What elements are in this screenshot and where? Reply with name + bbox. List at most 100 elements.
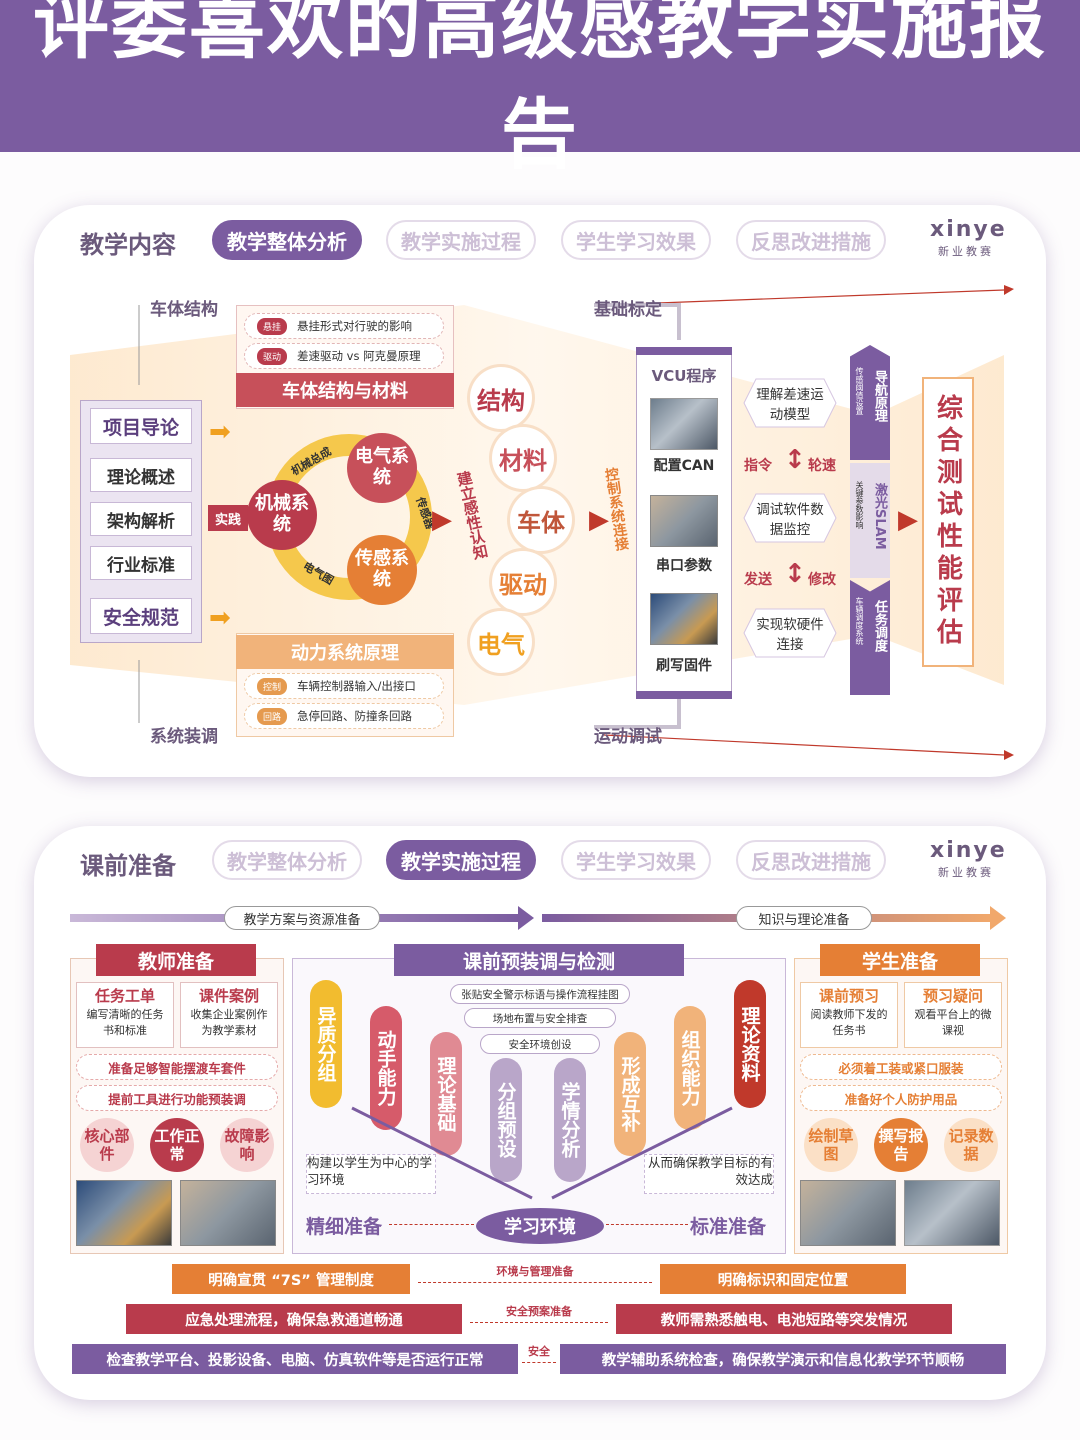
item-text: 急停回路、防撞条回路	[297, 709, 413, 723]
stair-block: 理论基础	[430, 1032, 462, 1156]
stair-block: 动手能力	[370, 1006, 402, 1130]
tab-overall-analysis[interactable]: 教学整体分析	[212, 220, 362, 260]
diamond-text: 调试软件数据监控	[756, 502, 824, 538]
dashed-line	[522, 1362, 556, 1363]
tag-suspension: 悬挂	[257, 317, 288, 335]
tag-control: 控制	[257, 677, 288, 695]
tab-reflection[interactable]: 反思改进措施	[736, 220, 886, 260]
tab-overall-analysis[interactable]: 教学整体分析	[212, 840, 362, 880]
diamond-box: 理解差速运动模型	[736, 375, 844, 431]
box-title: 动力系统原理	[236, 635, 454, 669]
arrow-head-icon	[990, 906, 1006, 930]
cmd-right: 修改	[808, 572, 836, 588]
list-item-standards[interactable]: 行业标准	[90, 546, 192, 580]
center-pill: 张贴安全警示标语与操作流程挂图	[450, 984, 630, 1004]
cmd-left: 发送	[744, 572, 772, 588]
list-item-theory[interactable]: 理论概述	[90, 458, 192, 492]
final-evaluation-box: 综合测试性能评估	[922, 377, 974, 667]
circle-sensor: 传感系统	[347, 535, 417, 605]
note-left: 构建以学生为中心的学习环境	[306, 1154, 436, 1194]
box-item: 控制 车辆控制器输入/出接口	[244, 673, 444, 699]
tag-circuit: 回路	[257, 707, 288, 725]
tab-implementation[interactable]: 教学实施过程	[386, 840, 536, 880]
circle-electrical: 电气系统	[347, 433, 417, 503]
box-item: 悬挂 悬挂形式对行驶的影响	[244, 313, 444, 339]
card-title: 预习疑问	[922, 986, 983, 1005]
word-material: 材料	[492, 427, 554, 489]
banner-slam	[850, 463, 890, 578]
brand-logo: xinye	[930, 838, 1007, 863]
banner-nav	[850, 345, 890, 460]
banner-small: 传感阈值设置	[855, 367, 864, 415]
tab-learning-effect[interactable]: 学生学习效果	[561, 220, 711, 260]
list-item-architecture[interactable]: 架构解析	[90, 502, 192, 536]
word-electric: 电气	[470, 611, 532, 673]
label-system-assembly: 系统装调	[150, 727, 218, 747]
teacher-bubble: 核心部件	[80, 1118, 134, 1172]
center-title: 课前预装调与检测	[394, 944, 684, 976]
box-item: 回路 急停回路、防撞条回路	[244, 703, 444, 729]
center-pill: 场地布置与安全排查	[464, 1008, 616, 1028]
student-bubble: 绘制草图	[804, 1118, 858, 1172]
chevron-right-icon: ▶	[589, 505, 609, 535]
banner-small: 车辆调度系统	[855, 597, 864, 645]
word-body: 车体	[510, 489, 572, 551]
teacher-card: 课件案例 收集企业案例作为教学素材	[180, 982, 278, 1048]
stair-block: 异质分组	[310, 980, 342, 1108]
panel-teaching-content: 教学内容 教学整体分析 教学实施过程 学生学习效果 反思改进措施 xinye 新…	[34, 205, 1046, 777]
vcu-bottombar	[636, 691, 732, 699]
teacher-title: 教师准备	[96, 944, 256, 976]
bottom-row-right: 明确标识和固定位置	[660, 1264, 906, 1294]
banner-dispatch	[850, 580, 890, 695]
list-item-intro[interactable]: 项目导论	[90, 408, 192, 444]
flow-label-left: 教学方案与资源准备	[224, 906, 380, 930]
tag-drive: 驱动	[257, 347, 288, 365]
dashed-line	[606, 1224, 688, 1225]
dashed-line	[389, 1224, 474, 1225]
banner-big: 任务调度	[872, 600, 887, 652]
card-body: 编写清晰的任务书和标准	[86, 1008, 164, 1037]
word-structure: 结构	[470, 367, 532, 429]
box-title: 车体结构与材料	[236, 373, 454, 407]
label-motion-debug: 运动调试	[594, 727, 662, 747]
bottom-row-mid: 环境与管理准备	[496, 1265, 574, 1278]
student-title: 学生准备	[820, 944, 980, 976]
label-car-structure: 车体结构	[150, 300, 218, 320]
flow-label-right: 知识与理论准备	[736, 906, 872, 930]
label-base-calibration: 基础标定	[594, 300, 662, 320]
student-bubble: 撰写报告	[874, 1118, 928, 1172]
bottom-row-mid: 安全	[528, 1345, 550, 1358]
photo-classroom	[650, 495, 718, 547]
card-title: 任务工单	[94, 986, 155, 1005]
vcu-item-serial: 串口参数	[656, 558, 712, 574]
bottom-row-left: 检查教学平台、投影设备、电脑、仿真软件等是否运行正常	[72, 1344, 518, 1374]
panel-pre-class: 课前准备 教学整体分析 教学实施过程 学生学习效果 反思改进措施 xinye 新…	[34, 826, 1046, 1400]
tab-learning-effect[interactable]: 学生学习效果	[561, 840, 711, 880]
chevron-right-icon: ▶	[432, 505, 452, 535]
stair-block: 分组预设	[490, 1058, 522, 1182]
item-text: 车辆控制器输入/出接口	[297, 679, 416, 693]
stair-block: 形成互补	[614, 1032, 646, 1156]
teacher-bubble: 工作正常	[150, 1118, 204, 1172]
bottom-row-mid: 安全预案准备	[506, 1305, 572, 1318]
photo-lab	[650, 398, 718, 450]
arrow-right-icon: ➡	[209, 603, 231, 633]
diamond-text: 实现软硬件连接	[756, 617, 824, 653]
student-photo	[800, 1180, 896, 1246]
student-card: 课前预习 阅读教师下发的任务书	[800, 982, 898, 1048]
word-drive: 驱动	[492, 551, 554, 613]
tab-reflection[interactable]: 反思改进措施	[736, 840, 886, 880]
teacher-card: 任务工单 编写清晰的任务书和标准	[76, 982, 174, 1048]
updown-arrow-icon: ↕	[784, 445, 806, 475]
cmd-right: 轮速	[808, 458, 836, 474]
tab-implementation[interactable]: 教学实施过程	[386, 220, 536, 260]
vcu-title: VCU程序	[651, 366, 717, 385]
banner-small: 关键参数影响	[855, 481, 864, 529]
teacher-row: 提前工具进行功能预装调	[76, 1085, 278, 1111]
cmd-left: 指令	[744, 458, 772, 474]
bottom-row-right: 教学辅助系统检查，确保教学演示和信息化教学环节顺畅	[560, 1344, 1006, 1374]
vcu-item-firmware: 刷写固件	[656, 658, 712, 674]
dashed-line	[470, 1322, 608, 1323]
practice-tag: 实践	[208, 505, 248, 531]
list-item-safety[interactable]: 安全规范	[90, 598, 192, 634]
